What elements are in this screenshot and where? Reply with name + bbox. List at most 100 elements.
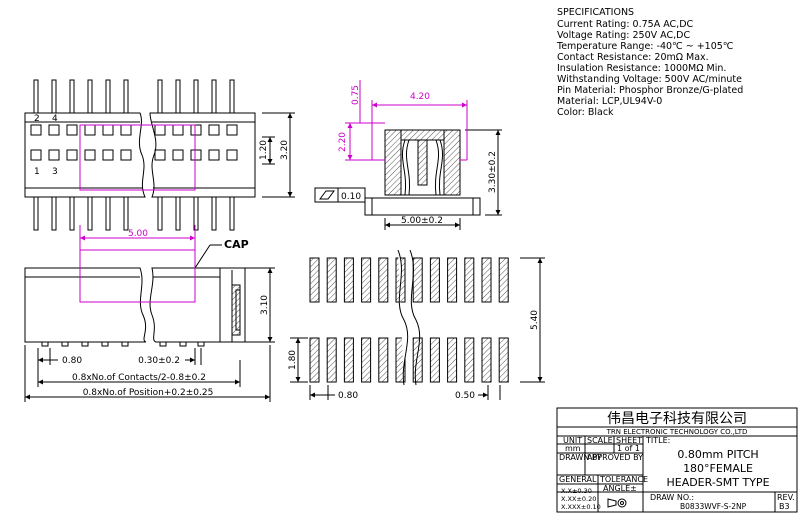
contact-hole <box>154 124 166 136</box>
footprint-pads-top <box>309 257 509 303</box>
projection-symbol-icon <box>607 498 627 508</box>
sheet-value: 1 of 1 <box>617 444 640 453</box>
tolerance-2: X.XX±0.20 <box>561 495 596 503</box>
dim-side-left-height: 2.20 <box>338 132 348 152</box>
contact-hole <box>208 149 220 161</box>
bottom-pin <box>123 196 129 231</box>
spec-line: Temperature Range: -40℃ ~ +105℃ <box>556 41 734 52</box>
contact-hole <box>190 149 202 161</box>
top-view-body-right <box>149 112 256 198</box>
bottom-pin <box>87 196 93 231</box>
contact-hole <box>66 149 78 161</box>
dim-side-top-offset: 0.75 <box>351 85 361 105</box>
top-pin <box>87 79 93 114</box>
footprint-pads-bottom <box>309 337 509 383</box>
company-name-cn: 伟昌电子科技有限公司 <box>607 411 747 427</box>
front-view-pins <box>41 341 205 347</box>
top-view-cap-outline <box>79 124 196 191</box>
dim-front-pin-width: 0.30±0.2 <box>138 356 180 366</box>
front-pin <box>121 341 129 347</box>
contact-hole <box>172 149 184 161</box>
title-line-1: 0.80mm PITCH <box>677 448 758 461</box>
dim-side-total-height: 3.30±0.2 <box>488 151 498 193</box>
side-view-pink-dims <box>345 80 468 161</box>
front-pin <box>101 341 109 347</box>
contact-hole <box>120 149 132 161</box>
footprint-pad <box>481 257 492 303</box>
contact-hole <box>84 124 96 136</box>
top-pin <box>211 79 217 114</box>
footprint-pad <box>309 257 320 303</box>
footprint-pad <box>378 337 389 383</box>
bottom-pin <box>33 196 39 231</box>
bottom-pin <box>105 196 111 231</box>
footprint-pad <box>326 337 337 383</box>
flatness-value: 0.10 <box>341 192 361 202</box>
footprint-pad <box>412 337 423 383</box>
contact-hole <box>30 124 42 136</box>
spec-line: Current Rating: 0.75A AC,DC <box>557 19 694 30</box>
top-view-body-left <box>24 112 146 198</box>
footprint-view <box>290 249 545 400</box>
tolerance-3: X.XXX±0.10 <box>561 503 601 511</box>
top-view-pins <box>33 79 235 231</box>
spec-line: Insulation Resistance: 1000MΩ Min. <box>557 63 726 74</box>
spec-line: Pin Material: Phosphor Bronze/G-plated <box>557 85 743 96</box>
angle-label: ANGLE± <box>603 484 637 493</box>
bottom-pin <box>157 196 163 231</box>
contact-hole <box>154 149 166 161</box>
top-pin <box>51 79 57 114</box>
footprint-pad <box>429 337 440 383</box>
contact-hole <box>226 124 238 136</box>
unit-label: UNIT <box>563 436 582 445</box>
top-view <box>24 79 295 231</box>
company-name-en: TRN ELECTRONIC TECHNOLOGY CO.,LTD <box>606 428 748 436</box>
dim-front-height: 3.10 <box>260 295 270 315</box>
dim-side-top-width: 4.20 <box>410 92 430 102</box>
sheet-label: SHEET <box>616 436 642 445</box>
dim-front-contacts: 0.8xNo.of Contacts/2-0.8±0.2 <box>72 373 206 383</box>
top-pin <box>193 79 199 114</box>
dim-footprint-pitch: 0.80 <box>338 391 358 401</box>
draw-no-value: B0833WVF-S-2NP <box>680 502 747 511</box>
footprint-pad <box>309 337 320 383</box>
dim-footprint-pad-height: 1.80 <box>288 350 298 370</box>
contact-hole <box>208 124 220 136</box>
spec-line: Contact Resistance: 20mΩ Max. <box>557 52 709 63</box>
contact-hole <box>120 124 132 136</box>
footprint-pad <box>343 337 354 383</box>
specifications-heading: SPECIFICATIONS <box>557 7 634 18</box>
tolerance-1: X.X±0.30 <box>561 487 592 495</box>
unit-value: mm <box>565 444 581 453</box>
contact-hole <box>30 149 42 161</box>
footprint-pad <box>481 337 492 383</box>
draw-no-label: DRAW NO.: <box>650 493 694 502</box>
dim-cap-width: 5.00 <box>128 229 148 239</box>
footprint-pad <box>464 257 475 303</box>
pin-label-2: 2 <box>34 114 40 124</box>
contact-hole <box>172 124 184 136</box>
front-pin <box>81 341 89 347</box>
footprint-pad <box>343 257 354 303</box>
contact-hole <box>66 124 78 136</box>
front-view-cap <box>79 225 196 303</box>
spec-line: Voltage Rating: 250V AC,DC <box>557 30 690 41</box>
top-view-contact-holes <box>30 124 238 161</box>
scale-label: SCALE <box>587 436 613 445</box>
front-pin <box>159 341 167 347</box>
spec-line: Material: LCP,UL94V-0 <box>557 96 662 107</box>
bottom-pin <box>229 196 235 231</box>
footprint-pad <box>498 337 509 383</box>
dim-footprint-height: 5.40 <box>530 310 540 330</box>
contact-hole <box>48 124 60 136</box>
specifications-block: SPECIFICATIONS Current Rating: 0.75A AC,… <box>556 7 743 118</box>
footprint-pad <box>326 257 337 303</box>
footprint-pad <box>498 257 509 303</box>
front-pin <box>61 341 69 347</box>
front-view <box>24 244 275 402</box>
dim-front-position: 0.8xNo.of Position+0.2±0.25 <box>83 388 214 398</box>
front-pin <box>41 341 49 347</box>
top-pin <box>229 79 235 114</box>
dim-top-inner-height: 1.20 <box>259 140 269 160</box>
